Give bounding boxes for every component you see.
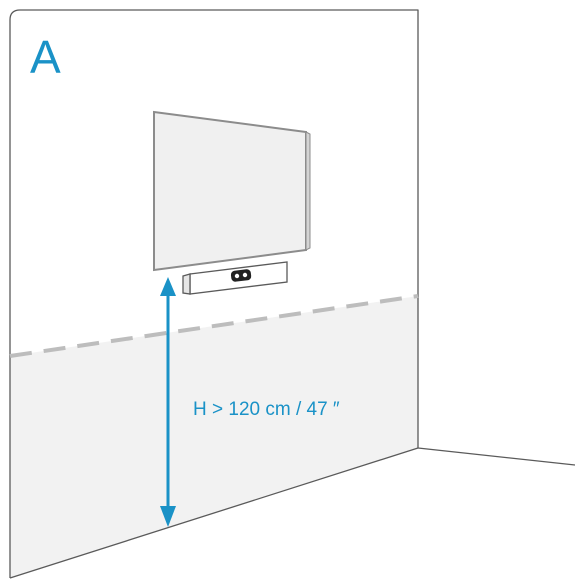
camera-lens-right-icon — [242, 272, 248, 278]
video-bar-end — [182, 273, 191, 295]
display-screen — [153, 110, 307, 272]
dimension-arrow-down-icon — [160, 506, 176, 527]
restricted-wall-zone — [10, 296, 418, 578]
floor-wall-edge — [9, 447, 419, 579]
display-edge — [305, 131, 311, 251]
camera-lens-left-icon — [234, 273, 240, 279]
panel-letter: A — [30, 31, 61, 83]
dimension-arrow-up-icon — [160, 277, 176, 296]
minimum-height-line — [9, 294, 419, 358]
wall-display — [153, 110, 311, 272]
height-dimension-arrow — [160, 277, 176, 527]
right-floor-edge — [417, 447, 575, 466]
dimension-label: H > 120 cm / 47 ″ — [193, 399, 340, 420]
video-bar — [182, 261, 288, 295]
room-outline — [9, 9, 575, 579]
left-wall-outline — [9, 9, 419, 578]
video-bar-camera-lens-icon — [230, 269, 252, 282]
